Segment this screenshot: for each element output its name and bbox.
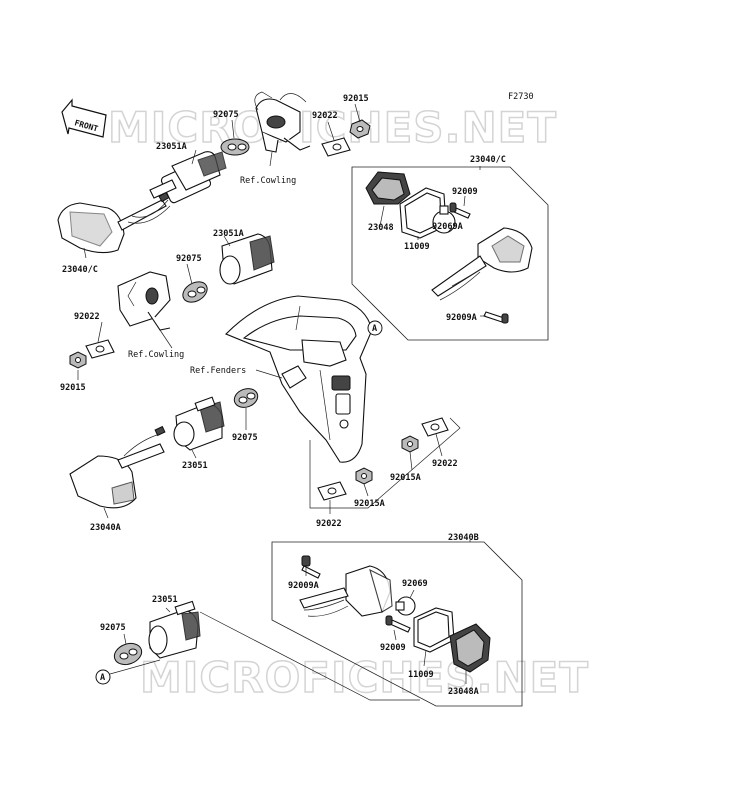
label-23040c-right: 23040/C <box>470 155 506 165</box>
label-92075-low: 92075 <box>232 433 258 443</box>
grommet-92075-top <box>220 138 250 156</box>
label-92022-left: 92022 <box>74 312 100 322</box>
gasket-11009-low <box>413 607 455 653</box>
screw-92009-low <box>385 615 411 633</box>
washer-92022-top <box>321 137 351 157</box>
label-ref-cowling-top: Ref.Cowling <box>240 176 296 186</box>
label-23051-low: 23051 <box>152 595 178 605</box>
label-11009-top: 11009 <box>404 242 430 252</box>
label-92009a-low: 92009A <box>288 581 319 591</box>
lens-23048a <box>449 623 491 673</box>
grommet-92075-low <box>233 388 259 408</box>
turn-signal-rear-right <box>299 565 393 617</box>
label-23051: 23051 <box>182 461 208 471</box>
washer-92022-low <box>317 481 347 501</box>
nut-92015a-low <box>355 467 373 485</box>
label-92069a: 92069A <box>432 222 463 232</box>
label-23040c-left: 23040/C <box>62 265 98 275</box>
callout-a-top: A <box>367 320 383 336</box>
bottom-connector-line <box>199 611 420 701</box>
bulb-92069a <box>432 205 456 234</box>
turn-signal-rear-left <box>69 425 166 509</box>
label-92015-left: 92015 <box>60 383 86 393</box>
label-92022-top: 92022 <box>312 111 338 121</box>
label-92009-low: 92009 <box>380 643 406 653</box>
label-92075-bottom: 92075 <box>100 623 126 633</box>
watermark-bottom: MICROFICHES.NET <box>140 653 589 702</box>
label-92015a-low: 92015A <box>354 499 385 509</box>
label-92069: 92069 <box>402 579 428 589</box>
leader-lines <box>77 103 486 684</box>
fastener-bracket-lines <box>309 417 461 509</box>
washer-92022-left <box>85 339 115 359</box>
front-arrow-icon: FRONT <box>61 98 107 138</box>
screw-92009a-right <box>483 311 509 324</box>
assembly-box-23040c <box>351 166 549 341</box>
socket-23051a-top <box>149 151 227 204</box>
socket-23051a-mid <box>219 233 275 285</box>
washer-92022-right <box>421 417 449 437</box>
label-92009-right: 92009 <box>452 187 478 197</box>
grommet-92075-mid <box>182 281 208 303</box>
lens-23048 <box>365 171 411 205</box>
label-23048: 23048 <box>368 223 394 233</box>
label-23051a-mid: 23051A <box>213 229 244 239</box>
label-ref-fenders: Ref.Fenders <box>190 366 246 376</box>
screw-92009-right <box>449 202 471 219</box>
cowling-bracket-mid <box>117 271 171 331</box>
label-92022-right: 92022 <box>432 459 458 469</box>
callout-a-bottom-leader <box>109 659 161 675</box>
nut-92015-top <box>349 119 371 139</box>
assembly-box-23040b <box>271 541 523 707</box>
nut-92015a-right <box>401 435 419 453</box>
label-92075-top: 92075 <box>213 110 239 120</box>
label-92022-low: 92022 <box>316 519 342 529</box>
label-92015-top: 92015 <box>343 94 369 104</box>
bulb-92069 <box>395 596 416 616</box>
label-92075-mid: 92075 <box>176 254 202 264</box>
nut-92015-left <box>69 351 87 369</box>
callout-a-bottom-label: A <box>100 673 105 683</box>
label-23040b: 23040B <box>448 533 479 543</box>
rear-fender <box>225 295 373 463</box>
grommet-92075-bottom <box>113 642 143 666</box>
label-ref-cowling-mid: Ref.Cowling <box>128 350 184 360</box>
callout-a-top-label: A <box>372 324 377 334</box>
callout-a-bottom: A <box>95 669 111 685</box>
label-23040a: 23040A <box>90 523 121 533</box>
diagram-code: F2730 <box>508 92 534 102</box>
label-11009-low: 11009 <box>408 670 434 680</box>
label-23048a: 23048A <box>448 687 479 697</box>
turn-signal-front-right <box>431 227 533 301</box>
cowling-bracket-top <box>254 91 311 153</box>
label-92015a-right: 92015A <box>390 473 421 483</box>
screw-92009a-low <box>301 555 321 579</box>
turn-signal-front-left <box>57 191 171 254</box>
socket-23051 <box>173 396 225 451</box>
socket-23051-low <box>148 600 201 659</box>
label-92009a-right: 92009A <box>446 313 477 323</box>
label-23051a-top: 23051A <box>156 142 187 152</box>
